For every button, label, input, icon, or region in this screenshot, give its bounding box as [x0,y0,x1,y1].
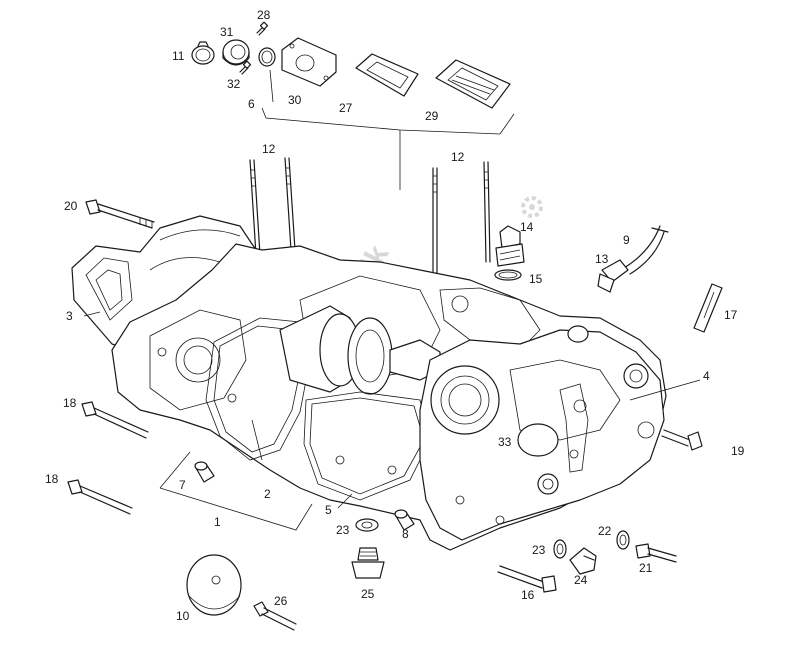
part-label-17: 17 [724,308,738,322]
part-label-15: 15 [529,272,543,286]
part-label-18-lower: 18 [45,472,59,486]
part-label-11: 11 [172,49,185,63]
bolt-19 [661,429,703,451]
part-label-23-left: 23 [336,523,350,537]
part-label-1: 1 [214,515,221,529]
part-label-22: 22 [598,524,612,538]
intake-manifold-30 [281,37,337,87]
part-label-8: 8 [402,527,409,541]
part-label-4: 4 [703,369,710,383]
part-number-labels: 1 2 3 4 5 6 7 8 9 10 11 12 12 13 14 15 1… [45,8,745,623]
part-label-25: 25 [361,587,375,601]
part-label-32: 32 [227,77,241,91]
sight-glass-17 [693,283,723,333]
o-ring-6 [258,47,276,67]
part-label-24: 24 [574,573,588,587]
part-label-21: 21 [639,561,653,575]
cap-10 [186,554,242,616]
watermark-gear-icon [521,196,543,218]
part-label-18-upper: 18 [63,396,77,410]
breather-cap-14 [495,225,525,267]
reed-valve-29 [435,59,511,109]
part-label-10: 10 [176,609,190,623]
washer-23-left [355,518,379,532]
washer-22 [616,530,630,550]
gasket-27 [355,53,419,97]
studs-12-left [249,157,296,256]
case-group-bracket [159,451,313,531]
part-label-19: 19 [731,444,745,458]
part-label-12-left: 12 [262,142,276,156]
part-label-27: 27 [339,101,353,115]
part-label-29: 29 [425,109,439,123]
dowel-7 [194,461,215,483]
intake-sleeve-31 [222,39,250,66]
part-label-12-right: 12 [451,150,465,164]
crankcase-right-cover-4 [419,325,665,541]
part-label-13: 13 [595,252,609,266]
washer-23-right [553,539,567,559]
screw-21 [635,543,677,563]
bolt-20 [85,199,155,229]
studs-12-right [432,161,491,283]
part-label-14: 14 [520,220,534,234]
screw-26 [253,601,297,631]
plug-24 [569,547,597,575]
reed-group-bracket [261,107,515,135]
hose-9 [623,225,669,275]
part-label-7: 7 [179,478,186,492]
part-label-3: 3 [66,309,73,323]
part-label-28: 28 [257,8,271,22]
part-label-2: 2 [264,487,271,501]
leader-lines [83,69,701,509]
drain-plug-25 [351,547,385,579]
part-label-30: 30 [288,93,302,107]
part-label-26: 26 [274,594,288,608]
part-label-20: 20 [64,199,78,213]
part-label-6: 6 [248,97,255,111]
dowel-8 [394,509,415,531]
part-label-33: 33 [498,435,512,449]
part-label-31: 31 [220,25,234,39]
screw-32 [239,60,252,75]
fitting-13 [597,259,629,293]
part-label-5: 5 [325,503,332,517]
bolt-18-lower [67,479,133,515]
clamp-11 [191,41,215,65]
bolt-16 [497,565,557,593]
part-label-16: 16 [521,588,535,602]
bolt-18-upper [81,401,149,439]
screw-28 [256,21,269,36]
part-label-23-right: 23 [532,543,546,557]
o-ring-15 [494,269,522,281]
part-label-9: 9 [623,233,630,247]
